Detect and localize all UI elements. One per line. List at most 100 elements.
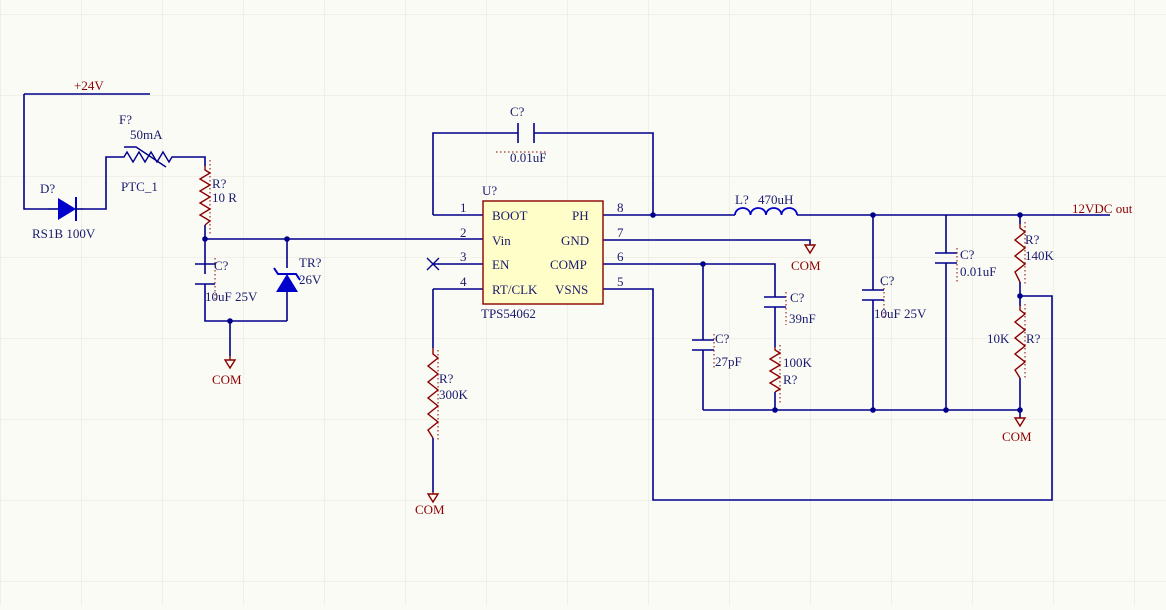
tvs-diode-symbol[interactable] xyxy=(273,267,301,292)
fuse-rating: 50mA xyxy=(130,127,163,142)
net-label-24v: +24V xyxy=(74,78,104,93)
com-label: COM xyxy=(212,372,242,387)
resistor-comp-icon[interactable] xyxy=(768,347,782,393)
capacitor-bulk-icon[interactable] xyxy=(862,289,884,301)
wire-fuse-r[interactable] xyxy=(174,156,206,166)
junction-dot xyxy=(943,407,949,413)
com-label: COM xyxy=(415,502,445,517)
c-cer-value: 0.01uF xyxy=(960,264,996,279)
wire-boot-left[interactable] xyxy=(432,132,518,215)
c39-designator: C? xyxy=(790,290,805,305)
ic-tps54062[interactable] xyxy=(482,200,604,305)
ic-designator: U? xyxy=(482,183,497,198)
net-label-vout: 12VDC out xyxy=(1072,201,1133,216)
r-fbtop-designator: R? xyxy=(1025,232,1040,247)
junction-dot xyxy=(870,407,876,413)
pin-num-6: 6 xyxy=(617,249,624,264)
capacitor-boot-icon[interactable] xyxy=(517,123,535,143)
r-fbbot-designator: R? xyxy=(1026,331,1041,346)
c-input-value: 10uF 25V xyxy=(205,289,258,304)
r-comp-value: 100K xyxy=(783,355,813,370)
com-label: COM xyxy=(1002,429,1032,444)
pin-num-8: 8 xyxy=(617,200,624,215)
r-fbtop-value: 140K xyxy=(1025,248,1055,263)
ground-icon xyxy=(223,356,237,370)
junction-dot xyxy=(772,407,778,413)
pin-name-rtclk: RT/CLK xyxy=(492,282,538,297)
pin-num-4: 4 xyxy=(460,274,467,289)
resistor-input-icon[interactable] xyxy=(198,166,212,226)
no-connect-icon xyxy=(426,257,440,271)
pin-name-gnd: GND xyxy=(561,233,589,248)
pin-num-2: 2 xyxy=(460,225,467,240)
c27-designator: C? xyxy=(715,331,730,346)
inductor-icon[interactable] xyxy=(734,207,798,216)
resistor-fb-bottom-icon[interactable] xyxy=(1013,306,1027,379)
tvs-designator: TR? xyxy=(299,255,322,270)
ptc-fuse-symbol[interactable] xyxy=(118,146,174,168)
c-bulk-value: 10uF 25V xyxy=(874,306,927,321)
r-rt-designator: R? xyxy=(439,371,454,386)
ic-body xyxy=(482,200,604,305)
wire-24v-down[interactable] xyxy=(23,94,48,210)
wire-comp[interactable] xyxy=(603,263,776,297)
inductor-designator: L? xyxy=(735,192,749,207)
wire-cin-bottom[interactable] xyxy=(204,284,287,322)
r-comp-designator: R? xyxy=(783,372,798,387)
diode-symbol[interactable] xyxy=(48,197,84,221)
c-boot-designator: C? xyxy=(510,104,525,119)
junctions xyxy=(202,212,1023,413)
r-rt-value: 300K xyxy=(439,387,469,402)
junction-dot xyxy=(1017,212,1023,218)
ptc-icon xyxy=(118,150,174,164)
diode-designator: D? xyxy=(40,181,55,196)
diode-icon xyxy=(58,198,76,220)
capacitor-27pf-icon[interactable] xyxy=(692,339,714,351)
junction-dot xyxy=(227,318,233,324)
tvs-value: 26V xyxy=(299,272,322,287)
tvs-icon xyxy=(276,274,298,292)
junction-dot xyxy=(870,212,876,218)
fuse-value: PTC_1 xyxy=(121,179,158,194)
capacitor-ceramic-icon[interactable] xyxy=(935,252,957,264)
c-cer-designator: C? xyxy=(960,247,975,262)
ic-part: TPS54062 xyxy=(481,306,536,321)
junction-dot xyxy=(1017,407,1023,413)
com-label: COM xyxy=(791,258,821,273)
wire-gnd[interactable] xyxy=(603,239,811,245)
pin-num-3: 3 xyxy=(460,249,467,264)
r-fbbot-value: 10K xyxy=(987,331,1010,346)
junction-dot xyxy=(650,212,656,218)
pin-num-5: 5 xyxy=(617,274,624,289)
capacitor-39nf-icon[interactable] xyxy=(764,296,786,308)
wire-diode-fuse[interactable] xyxy=(84,156,118,210)
pin-num-7: 7 xyxy=(617,225,624,240)
c-boot-value: 0.01uF xyxy=(510,150,546,165)
c-bulk-designator: C? xyxy=(880,273,895,288)
junction-dot xyxy=(202,236,208,242)
wire-boot-right[interactable] xyxy=(534,132,654,215)
pin-name-en: EN xyxy=(492,257,510,272)
inductor-value: 470uH xyxy=(758,192,793,207)
resistor-hatching xyxy=(209,160,1026,440)
wire-vsns[interactable] xyxy=(603,288,1053,501)
r-input-value: 10 R xyxy=(212,190,237,205)
fuse-designator: F? xyxy=(119,112,132,127)
pin-name-boot: BOOT xyxy=(492,208,527,223)
junction-dot xyxy=(284,236,290,242)
c-input-designator: C? xyxy=(214,258,229,273)
capacitor-hatching xyxy=(214,151,958,368)
pin-num-1: 1 xyxy=(460,200,467,215)
pin-name-ph: PH xyxy=(572,208,589,223)
c27-value: 27pF xyxy=(715,354,742,369)
pin-name-comp: COMP xyxy=(550,257,587,272)
ground-icon xyxy=(1013,417,1027,428)
pin-name-vsns: VSNS xyxy=(555,282,588,297)
c39-value: 39nF xyxy=(789,311,816,326)
diode-value: RS1B 100V xyxy=(32,226,96,241)
capacitor-input-icon[interactable] xyxy=(195,263,215,285)
resistor-fb-top-icon[interactable] xyxy=(1013,224,1027,283)
r-input-designator: R? xyxy=(212,176,227,191)
